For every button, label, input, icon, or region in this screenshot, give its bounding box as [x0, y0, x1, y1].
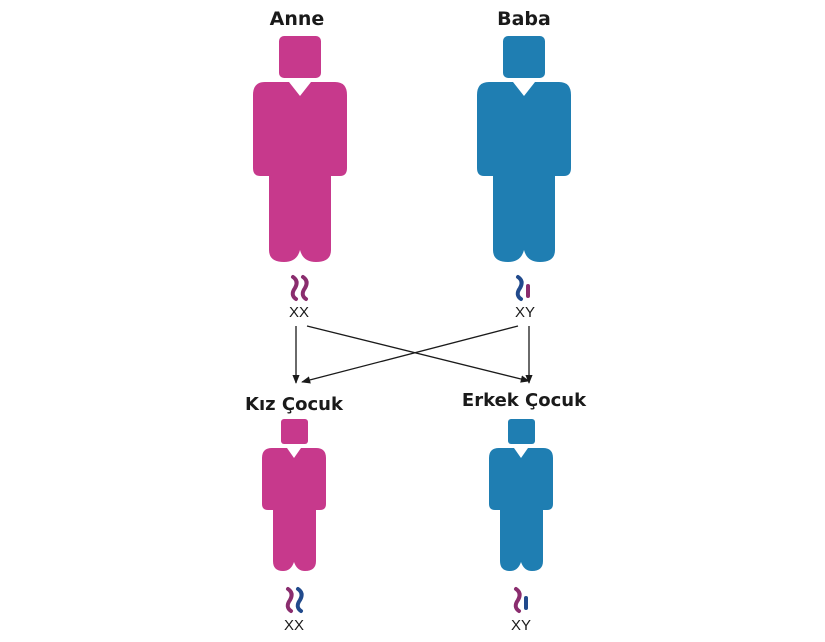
arrow-mother-to-boy [306, 325, 530, 383]
girl-figure [262, 419, 326, 571]
inheritance-arrows [292, 325, 533, 384]
father-label: Baba [497, 8, 551, 30]
girl-label: Kız Çocuk [245, 394, 343, 415]
father-genotype: XY [514, 304, 536, 321]
boy-chromosome-icon [513, 587, 528, 613]
girl-genotype: XX [283, 617, 305, 634]
boy-label: Erkek Çocuk [461, 390, 587, 411]
arrow-father-to-girl [301, 325, 519, 384]
mother-chromosome-icon [290, 275, 309, 301]
boy-figure [489, 419, 553, 571]
boy-genotype: XY [510, 617, 532, 634]
mother-label: Anne [269, 8, 325, 30]
mother-figure [253, 36, 347, 262]
mother-genotype: XX [288, 304, 310, 321]
father-figure [477, 36, 571, 262]
girl-chromosome-icon [285, 587, 304, 613]
father-chromosome-icon [515, 275, 530, 301]
